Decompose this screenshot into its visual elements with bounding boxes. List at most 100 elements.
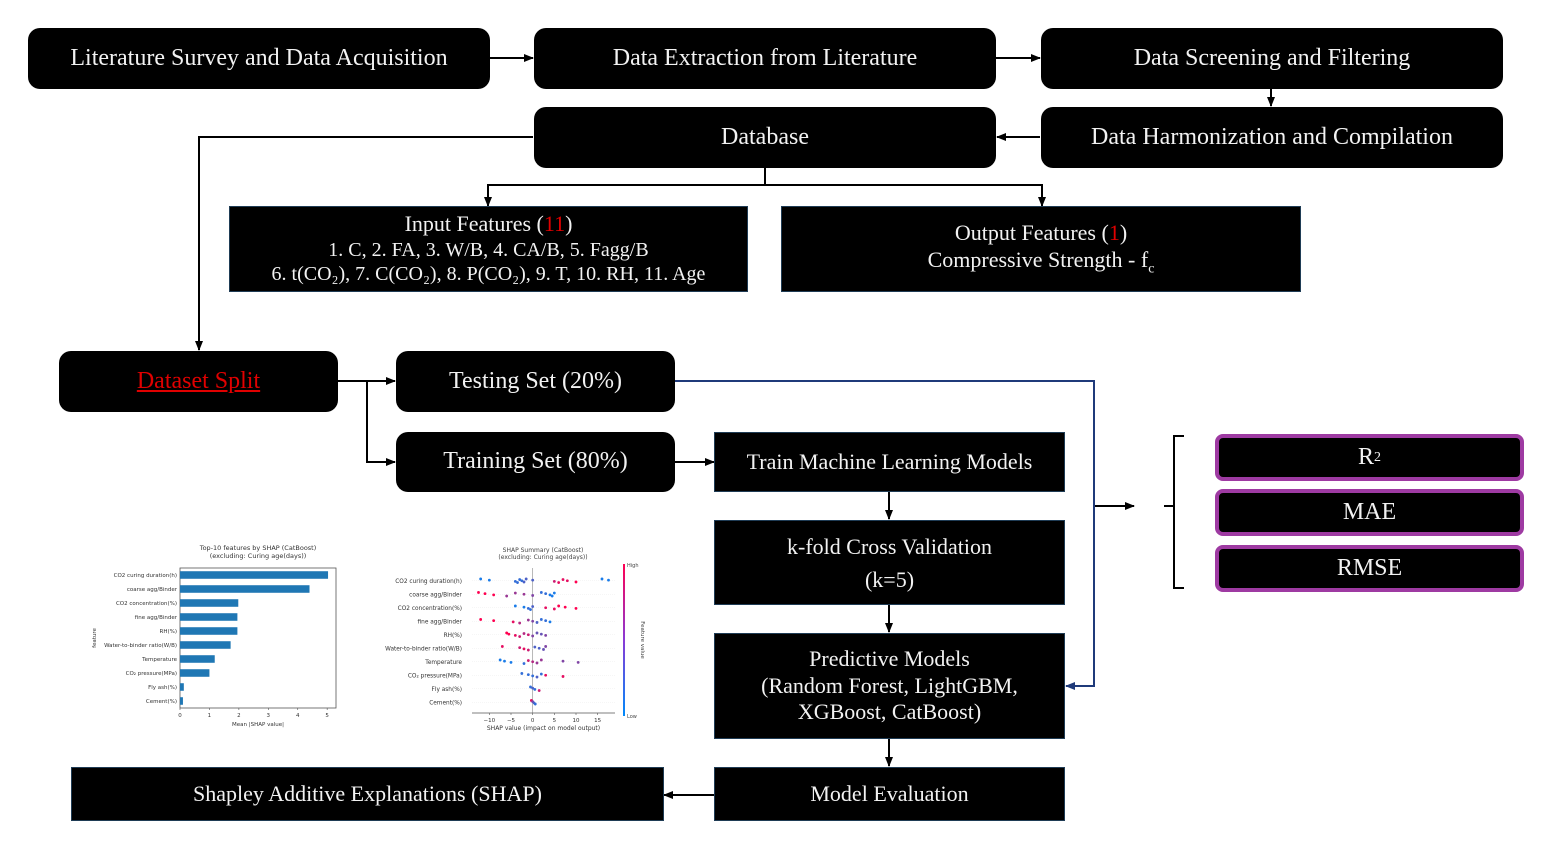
feature-label: CO₂ pressure(MPa) bbox=[408, 673, 462, 679]
input-features-line1: 1. C, 2. FA, 3. W/B, 4. CA/B, 5. Fagg/B bbox=[328, 239, 649, 262]
shap-point bbox=[513, 591, 517, 595]
shap-point bbox=[500, 645, 504, 648]
shap-point bbox=[505, 631, 509, 635]
shap-box[interactable]: Shapley Additive Explanations (SHAP) bbox=[71, 767, 664, 821]
input-features-box[interactable]: Input Features (11) 1. C, 2. FA, 3. W/B,… bbox=[229, 206, 748, 292]
x-tick-label: 4 bbox=[296, 713, 300, 719]
category-label: Water-to-binder ratio(W/B) bbox=[104, 643, 177, 649]
shap-point bbox=[531, 634, 535, 638]
shap-point bbox=[531, 619, 535, 623]
model-evaluation-label: Model Evaluation bbox=[810, 780, 969, 806]
shap-point bbox=[522, 605, 526, 609]
metrics-brace bbox=[1164, 435, 1184, 589]
shap-point bbox=[526, 659, 530, 662]
category-label: CO2 curing duration(h) bbox=[114, 573, 177, 579]
feature-label: Fly ash(%) bbox=[432, 687, 463, 693]
predictive-models-box[interactable]: Predictive Models (Random Forest, LightG… bbox=[714, 633, 1065, 739]
shap-point bbox=[483, 592, 487, 596]
colorbar bbox=[623, 564, 625, 716]
literature-survey-label: Literature Survey and Data Acquisition bbox=[70, 44, 448, 71]
data-harmonization-box[interactable]: Data Harmonization and Compilation bbox=[1041, 107, 1503, 168]
training-set-label: Training Set (80%) bbox=[443, 448, 628, 475]
x-axis-label: SHAP value (impact on model output) bbox=[487, 725, 600, 732]
shap-point bbox=[505, 594, 509, 598]
bar bbox=[180, 683, 184, 691]
shap-label: Shapley Additive Explanations (SHAP) bbox=[193, 780, 542, 806]
shap-point bbox=[526, 673, 530, 677]
shap-point bbox=[544, 645, 548, 648]
predictive-line3: XGBoost, CatBoost) bbox=[797, 699, 982, 725]
shap-point bbox=[524, 577, 528, 581]
shap-point bbox=[513, 579, 517, 583]
testing-set-box[interactable]: Testing Set (20%) bbox=[396, 351, 675, 412]
dataset-split-link[interactable]: Dataset Split bbox=[136, 367, 261, 394]
feature-label: fine agg/Binder bbox=[418, 619, 463, 625]
shap-point bbox=[487, 578, 491, 582]
shap-point bbox=[513, 604, 517, 608]
x-tick-label: −10 bbox=[484, 718, 496, 724]
metric-rmse[interactable]: RMSE bbox=[1215, 545, 1524, 592]
train-models-box[interactable]: Train Machine Learning Models bbox=[714, 432, 1065, 492]
feature-label: CO2 curing duration(h) bbox=[395, 579, 462, 585]
shap-point bbox=[537, 646, 541, 650]
shap-point bbox=[565, 579, 569, 583]
shap-point bbox=[544, 619, 548, 623]
shap-point bbox=[531, 605, 535, 608]
shap-point bbox=[539, 672, 543, 676]
shap-point bbox=[529, 608, 532, 611]
kfold-line1: k-fold Cross Validation bbox=[787, 533, 992, 559]
shap-point bbox=[518, 578, 522, 581]
shap-point bbox=[516, 581, 519, 584]
x-tick-label: 2 bbox=[237, 713, 241, 719]
shap-point bbox=[526, 648, 530, 652]
bar bbox=[180, 571, 329, 579]
x-tick-label: 10 bbox=[573, 718, 580, 724]
model-evaluation-box[interactable]: Model Evaluation bbox=[714, 767, 1065, 821]
input-features-title: Input Features (11) bbox=[404, 211, 573, 237]
shap-point bbox=[531, 686, 535, 690]
shap-point bbox=[550, 594, 554, 598]
shap-point bbox=[477, 591, 480, 594]
shap-point bbox=[544, 592, 548, 596]
data-extraction-label: Data Extraction from Literature bbox=[612, 44, 918, 71]
data-extraction-box[interactable]: Data Extraction from Literature bbox=[534, 28, 996, 89]
kfold-box[interactable]: k-fold Cross Validation (k=5) bbox=[714, 520, 1065, 605]
shap-point bbox=[526, 606, 530, 610]
x-axis-label: Mean |SHAP value| bbox=[232, 722, 284, 728]
training-set-box[interactable]: Training Set (80%) bbox=[396, 432, 675, 492]
shap-point bbox=[539, 591, 543, 594]
testing-set-label: Testing Set (20%) bbox=[449, 367, 622, 394]
input-features-count: 11 bbox=[543, 211, 566, 237]
database-box[interactable]: Database bbox=[534, 107, 996, 168]
category-label: CO2 concentration(%) bbox=[116, 601, 177, 607]
output-features-count: 1 bbox=[1108, 220, 1120, 246]
x-tick-label: 3 bbox=[267, 713, 271, 719]
category-label: RH(%) bbox=[160, 629, 177, 635]
feature-label: coarse agg/Binder bbox=[409, 592, 462, 598]
colorbar-high-label: High bbox=[627, 563, 639, 569]
x-tick-label: 1 bbox=[208, 713, 212, 719]
dataset-split-box[interactable]: Dataset Split bbox=[59, 351, 338, 412]
shap-point bbox=[479, 577, 483, 581]
x-tick-label: 0 bbox=[531, 718, 535, 724]
shap-point bbox=[526, 618, 530, 622]
category-label: fine agg/Binder bbox=[135, 615, 178, 621]
shap-point bbox=[552, 607, 556, 611]
shap-point bbox=[607, 578, 610, 582]
arrow-database-to-split bbox=[195, 136, 533, 351]
shap-point bbox=[531, 578, 535, 582]
category-label: Temperature bbox=[141, 657, 177, 663]
shap-point bbox=[557, 604, 561, 608]
shap-point bbox=[522, 592, 526, 596]
output-features-box[interactable]: Output Features (1) Compressive Strength… bbox=[781, 206, 1301, 292]
data-screening-box[interactable]: Data Screening and Filtering bbox=[1041, 28, 1503, 89]
shap-point bbox=[531, 674, 535, 678]
shap-point bbox=[522, 647, 526, 651]
metric-mae[interactable]: MAE bbox=[1215, 489, 1524, 536]
shap-point bbox=[574, 606, 578, 610]
chart-title: SHAP Summary (CatBoost) bbox=[503, 547, 584, 554]
literature-survey-box[interactable]: Literature Survey and Data Acquisition bbox=[28, 28, 490, 89]
data-harmonization-label: Data Harmonization and Compilation bbox=[1091, 123, 1453, 150]
data-screening-label: Data Screening and Filtering bbox=[1133, 44, 1411, 71]
